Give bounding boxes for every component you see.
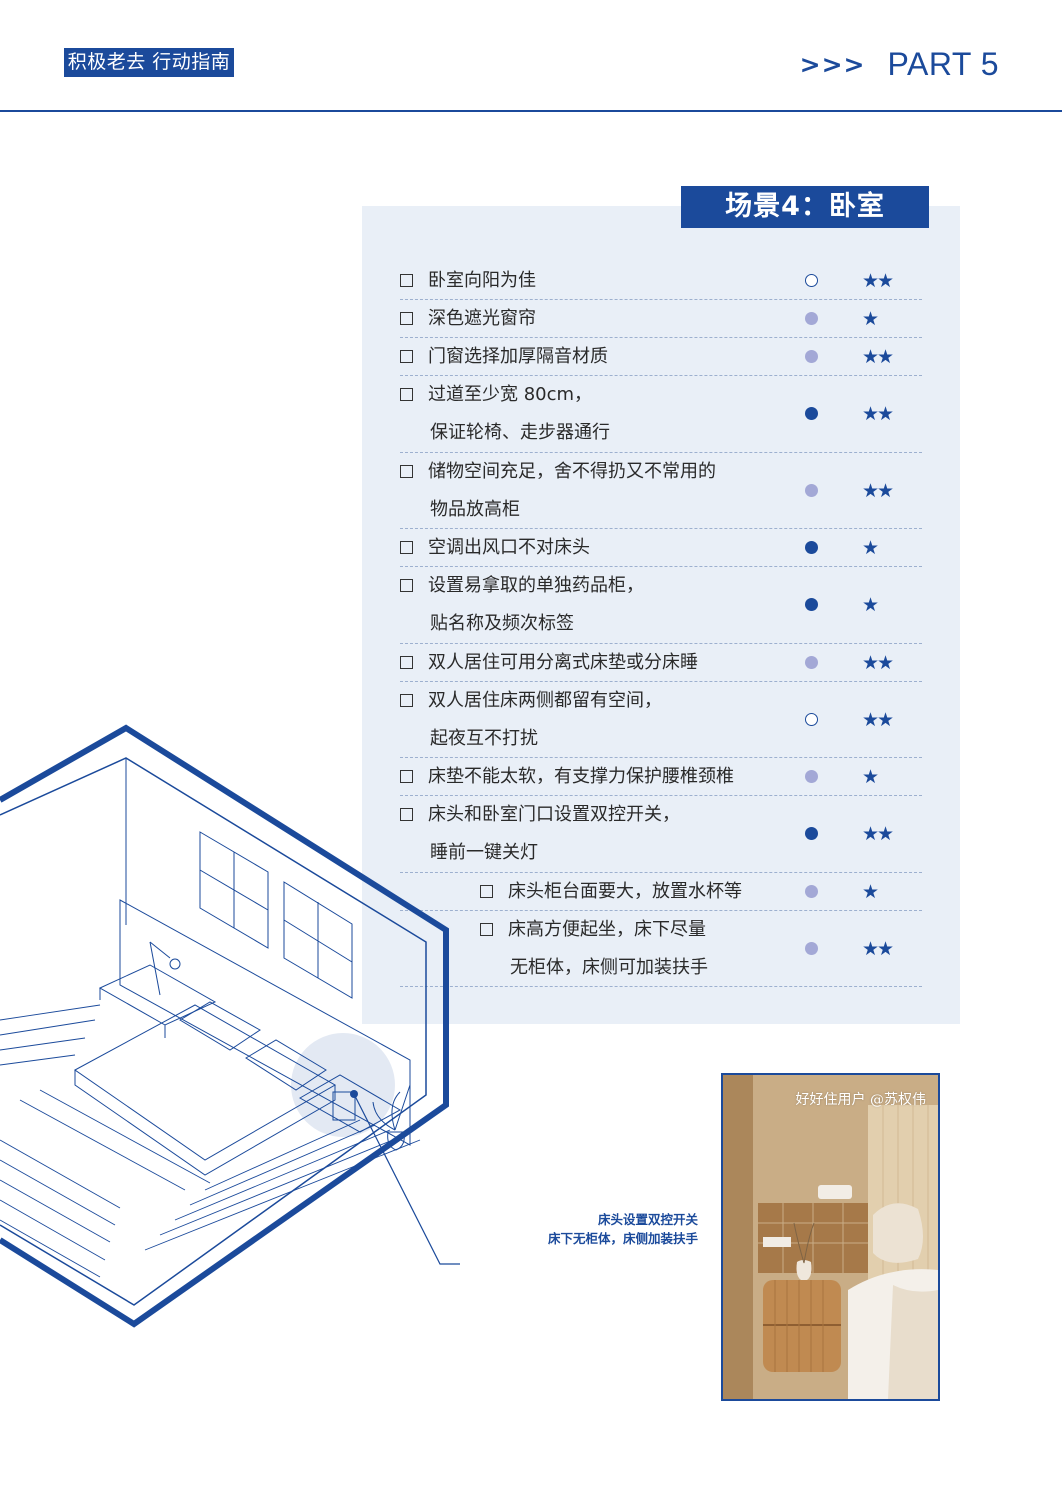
checklist-item: 深色遮光窗帘 ★: [400, 300, 922, 338]
checklist-item: 床头和卧室门口设置双控开关， 睡前一键关灯 ★★: [400, 796, 922, 873]
checklist-item-text: 门窗选择加厚隔音材质: [400, 338, 608, 376]
checklist-item-line: 卧室向阳为佳: [428, 270, 536, 291]
checklist-item-line-continued: 起夜互不打扰: [430, 727, 538, 749]
checklist-item: 双人居住床两侧都留有空间， 起夜互不打扰 ★★: [400, 682, 922, 758]
checkbox-icon[interactable]: [400, 312, 413, 325]
checklist-item-line: 深色遮光窗帘: [428, 308, 536, 329]
checklist-item: 空调出风口不对床头 ★: [400, 529, 922, 567]
checkbox-icon[interactable]: [400, 350, 413, 363]
checkbox-icon[interactable]: [400, 579, 413, 592]
checklist-item: 床高方便起坐，床下尽量无柜体，床侧可加装扶手 ★★: [400, 911, 922, 987]
importance-stars: ★: [862, 537, 879, 559]
checkbox-icon[interactable]: [400, 770, 413, 783]
checklist-item-line-continued: 物品放高柜: [430, 498, 520, 520]
checklist-item: 门窗选择加厚隔音材质 ★★: [400, 338, 922, 376]
checklist-item-text: 深色遮光窗帘: [400, 300, 536, 338]
checklist-item-text: 空调出风口不对床头: [400, 529, 590, 567]
checkbox-icon[interactable]: [400, 464, 413, 478]
checklist-item-text: 双人居住床两侧都留有空间， 起夜互不打扰: [400, 682, 662, 758]
checklist-item: 床垫不能太软，有支撑力保护腰椎颈椎 ★: [400, 758, 922, 796]
checklist-item-line: 双人居住床两侧都留有空间，: [428, 689, 662, 711]
callout-line-1: 床头设置双控开关: [597, 1212, 698, 1227]
checklist-item-line: 门窗选择加厚隔音材质: [428, 346, 608, 367]
checklist: 卧室向阳为佳★★深色遮光窗帘★门窗选择加厚隔音材质★★过道至少宽 80cm，保证…: [400, 262, 922, 987]
importance-stars: ★: [862, 880, 879, 903]
scene-title: 场景4：卧室: [681, 186, 929, 228]
checklist-item-line-continued: 贴名称及频次标签: [430, 613, 574, 634]
part-label: PART 5: [887, 45, 999, 82]
checklist-item-line: 设置易拿取的单独药品柜，: [428, 575, 644, 596]
checklist-item-line: 床头和卧室门口设置双控开关，: [428, 804, 680, 825]
importance-stars: ★★: [862, 403, 894, 425]
bedroom-photo: 好好住用户 @苏权伟: [721, 1073, 940, 1401]
checklist-item-line: 过道至少宽 80cm，: [428, 384, 593, 405]
checklist-item-text: 床高方便起坐，床下尽量无柜体，床侧可加装扶手: [480, 911, 708, 987]
checklist-item-text: 过道至少宽 80cm， 保证轮椅、走步器通行: [400, 376, 610, 452]
checklist-item: 储物空间充足，舍不得扔又不常用的物品放高柜 ★★: [400, 453, 922, 529]
part-indicator: >>> PART 5: [800, 42, 999, 86]
priority-dot-icon: [805, 712, 818, 726]
importance-stars: ★★: [862, 479, 894, 502]
checkbox-icon[interactable]: [400, 655, 413, 669]
callout-line-2: 床下无柜体，床侧加装扶手: [547, 1231, 698, 1246]
checklist-item-text: 卧室向阳为佳: [400, 262, 536, 300]
photo-credit: 好好住用户 @苏权伟: [795, 1092, 926, 1108]
checklist-item-line-continued: 保证轮椅、走步器通行: [430, 422, 610, 443]
importance-stars: ★★: [862, 270, 894, 292]
part-arrows: >>>: [799, 49, 866, 79]
priority-dot-icon: [805, 312, 818, 325]
importance-stars: ★★: [862, 708, 894, 731]
checklist-item-text: 设置易拿取的单独药品柜， 贴名称及频次标签: [400, 567, 644, 643]
checklist-item: 设置易拿取的单独药品柜， 贴名称及频次标签 ★: [400, 567, 922, 644]
checkbox-icon[interactable]: [480, 922, 493, 936]
checkbox-icon[interactable]: [400, 541, 413, 554]
header-divider: [0, 110, 1062, 112]
importance-stars: ★: [862, 766, 879, 788]
checklist-item: 双人居住可用分离式床垫或分床睡 ★★: [400, 644, 922, 682]
checklist-item-line: 床垫不能太软，有支撑力保护腰椎颈椎: [428, 766, 734, 787]
priority-dot-icon: [805, 350, 818, 363]
priority-dot-icon: [805, 541, 818, 554]
checklist-item-line: 床头柜台面要大，放置水杯等: [508, 880, 742, 902]
importance-stars: ★★: [862, 823, 894, 845]
checkbox-icon[interactable]: [400, 693, 413, 707]
priority-dot-icon: [805, 941, 818, 955]
checklist-item: 过道至少宽 80cm， 保证轮椅、走步器通行 ★★: [400, 376, 922, 453]
importance-stars: ★: [862, 594, 879, 616]
priority-dot-icon: [805, 884, 818, 898]
checklist-item-line-continued: 无柜体，床侧可加装扶手: [510, 956, 708, 978]
checklist-item-line: 储物空间充足，舍不得扔又不常用的: [428, 460, 716, 482]
priority-dot-icon: [805, 770, 818, 783]
checkbox-icon[interactable]: [400, 808, 413, 821]
importance-stars: ★★: [862, 937, 894, 960]
checklist-item: 卧室向阳为佳 ★★: [400, 262, 922, 300]
checklist-panel: [362, 206, 960, 1024]
checklist-item-text: 床头柜台面要大，放置水杯等: [480, 873, 742, 911]
checklist-item-text: 床垫不能太软，有支撑力保护腰椎颈椎: [400, 758, 734, 796]
checklist-item-line: 床高方便起坐，床下尽量: [508, 918, 706, 940]
priority-dot-icon: [805, 827, 818, 840]
priority-dot-icon: [805, 598, 818, 611]
priority-dot-icon: [805, 655, 818, 669]
checklist-item-line-continued: 睡前一键关灯: [430, 842, 538, 863]
checklist-item: 床头柜台面要大，放置水杯等 ★: [400, 873, 922, 911]
checklist-item-line: 空调出风口不对床头: [428, 537, 590, 558]
bedroom-illustration: [0, 724, 460, 1328]
checkbox-icon[interactable]: [480, 884, 493, 898]
guide-title-badge: 积极老去 行动指南: [64, 48, 234, 77]
checklist-item-text: 双人居住可用分离式床垫或分床睡: [400, 644, 698, 682]
importance-stars: ★★: [862, 346, 894, 368]
bedroom-photo-image: [723, 1075, 938, 1399]
importance-stars: ★: [862, 308, 879, 330]
checkbox-icon[interactable]: [400, 388, 413, 401]
checkbox-icon[interactable]: [400, 274, 413, 287]
checklist-item-text: 储物空间充足，舍不得扔又不常用的物品放高柜: [400, 453, 716, 529]
checklist-item-text: 床头和卧室门口设置双控开关， 睡前一键关灯: [400, 796, 680, 872]
priority-dot-icon: [805, 483, 818, 497]
priority-dot-icon: [805, 274, 818, 287]
checklist-item-line: 双人居住可用分离式床垫或分床睡: [428, 651, 698, 673]
importance-stars: ★★: [862, 651, 894, 674]
priority-dot-icon: [805, 407, 818, 420]
illustration-callout: 床头设置双控开关 床下无柜体，床侧加装扶手: [520, 1210, 698, 1248]
